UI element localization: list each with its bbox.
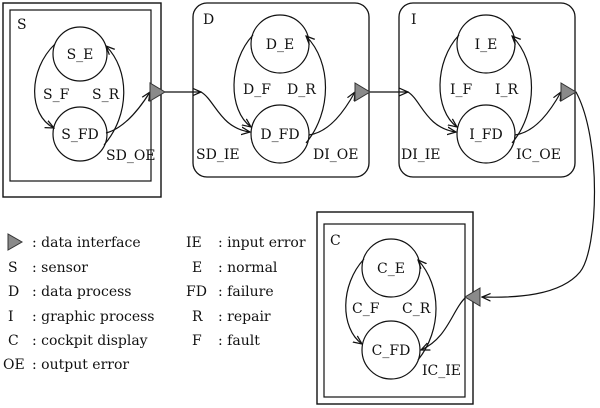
link-c-in-to-fd: [421, 296, 467, 350]
module-c-inner-frame: [323, 223, 466, 398]
legend-key-r: R: [192, 309, 203, 325]
legend-key-s: S: [8, 260, 18, 276]
module-c-label: C: [330, 233, 341, 249]
interface-s-out: [149, 82, 166, 102]
link-i-in-to-fd: [407, 91, 456, 132]
legend-item-normal: : normal: [218, 260, 278, 276]
arc-label-s-r: S_R: [92, 87, 120, 103]
arc-label-d-r: D_R: [287, 82, 316, 98]
legend-key-f: F: [192, 333, 202, 349]
transition-i-repair: [512, 36, 533, 144]
arc-label-i-f: I_F: [450, 82, 473, 98]
transition-d-repair: [306, 36, 327, 144]
module-d-frame: [192, 2, 370, 178]
state-d-fd-label: D_FD: [260, 127, 299, 143]
module-d: D D_E D_FD D_F D_R SD_IE DI_OE: [192, 2, 370, 178]
state-s-fd: [52, 106, 108, 162]
interface-d-out: [354, 82, 371, 102]
link-i-fd-to-out: [514, 92, 561, 136]
link-s-fd-to-out: [105, 92, 150, 134]
legend-key-i: I: [8, 309, 14, 325]
transition-d-fault: [233, 34, 254, 127]
legend-key-fd: FD: [186, 284, 207, 300]
module-d-label: D: [203, 12, 214, 28]
interface-i-out: [560, 82, 577, 102]
arc-label-i-r: I_R: [495, 82, 519, 98]
transition-c-fault: [345, 258, 365, 344]
arc-label-c-r: C_R: [402, 301, 431, 317]
link-i-to-c: [482, 91, 596, 297]
port-label-ic-oe: IC_OE: [516, 147, 561, 163]
legend-item-graphic-process: : graphic process: [32, 309, 155, 325]
legend-interface-icon: [7, 233, 24, 251]
legend-item-input-error: : input error: [218, 235, 306, 251]
port-label-sd-oe: SD_OE: [106, 148, 156, 164]
transition-i-fault: [439, 34, 460, 127]
state-i-e-label: I_E: [475, 37, 498, 53]
port-label-di-ie: DI_IE: [401, 147, 441, 163]
transition-s-repair: [103, 46, 125, 146]
module-i-frame: [398, 2, 576, 178]
state-s-fd-label: S_FD: [61, 127, 99, 143]
state-i-fd-label: I_FD: [469, 127, 502, 143]
legend-item-data-process: : data process: [32, 284, 131, 300]
port-label-ic-ie: IC_IE: [422, 363, 461, 379]
module-c-outer-frame: [316, 211, 474, 405]
port-label-di-oe: DI_OE: [313, 147, 358, 163]
legend-item-sensor: : sensor: [32, 260, 88, 276]
link-d-in-to-fd: [200, 91, 250, 132]
state-c-fd-label: C_FD: [372, 343, 411, 359]
module-i: I I_E I_FD I_F I_R DI_IE IC_OE: [398, 2, 576, 178]
module-i-label: I: [411, 12, 417, 28]
link-d-fd-to-out: [308, 92, 355, 136]
legend-item-failure: : failure: [218, 284, 274, 300]
legend-item-fault: : fault: [218, 333, 260, 349]
arc-label-d-f: D_F: [243, 82, 271, 98]
interface-c-in: [464, 287, 481, 307]
legend: : data interface S : sensor D : data pro…: [3, 233, 306, 373]
state-d-e-label: D_E: [266, 37, 294, 53]
legend-key-d: D: [8, 284, 19, 300]
arc-label-c-f: C_F: [352, 301, 380, 317]
legend-key-ie: IE: [186, 235, 202, 251]
legend-key-oe: OE: [3, 357, 25, 373]
module-s: S S_E S_FD S_F S_R SD_OE: [2, 2, 162, 198]
module-c: C C_E C_FD C_F C_R IC_IE: [316, 211, 474, 405]
legend-key-c: C: [8, 333, 19, 349]
arc-label-s-f: S_F: [43, 87, 70, 103]
legend-item-cockpit-display: : cockpit display: [32, 333, 148, 349]
state-s-e-label: S_E: [67, 47, 94, 63]
module-s-label: S: [17, 17, 27, 33]
legend-item-output-error: : output error: [32, 357, 129, 373]
transition-s-fault: [34, 43, 56, 128]
legend-key-e: E: [192, 260, 202, 276]
legend-item-data-interface: : data interface: [32, 235, 141, 251]
port-label-sd-ie: SD_IE: [196, 147, 240, 163]
module-s-outer-frame: [2, 2, 162, 198]
legend-item-repair: : repair: [218, 309, 271, 325]
state-c-e-label: C_E: [377, 261, 405, 277]
